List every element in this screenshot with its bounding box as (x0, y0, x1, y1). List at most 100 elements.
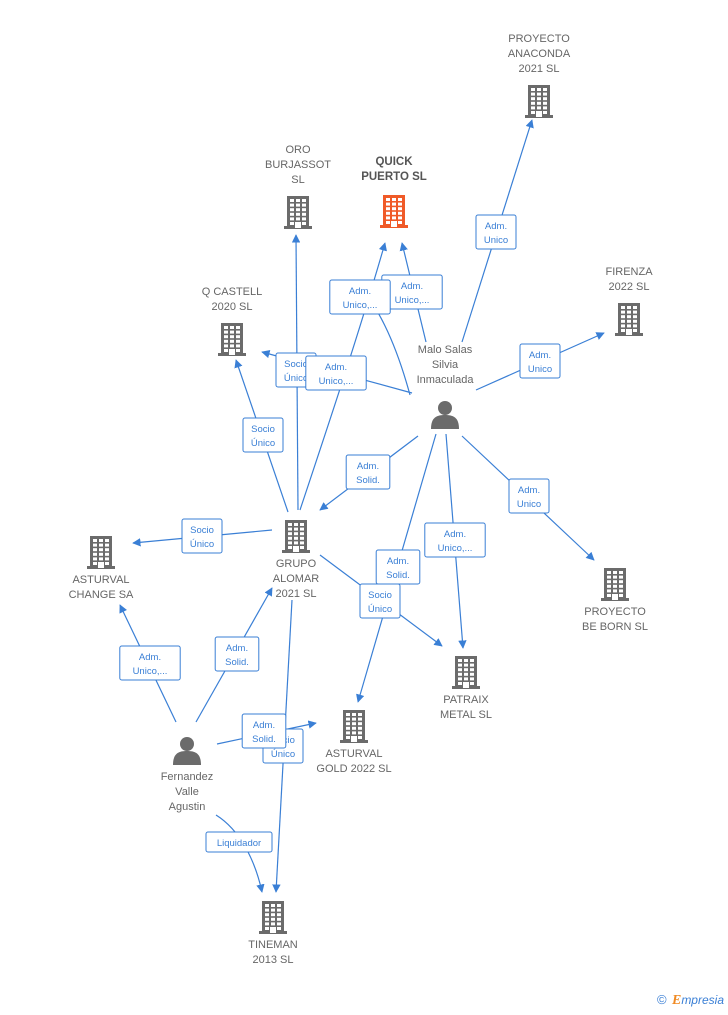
building-door (391, 221, 397, 227)
edge-label-malo-beborn[interactable]: Adm.Unico (508, 478, 550, 514)
building-icon (340, 710, 368, 743)
building-window (302, 203, 306, 207)
building-window (613, 580, 617, 584)
building-window (358, 736, 362, 739)
edge-label-fern-tineman[interactable]: Liquidador (205, 831, 273, 853)
building-window (458, 677, 462, 681)
building-window (607, 589, 611, 593)
building-window (352, 722, 356, 726)
edge-label-malo-anaconda[interactable]: Adm.Unico (475, 214, 517, 250)
edge-label-box (181, 518, 223, 554)
building-window (265, 927, 269, 930)
edge-label-box (508, 478, 550, 514)
building-icon (380, 195, 408, 228)
building-window (621, 310, 625, 314)
building-window (358, 717, 362, 721)
edge-label-malo-gold[interactable]: Adm.Solid. (375, 549, 421, 585)
edge-label-fern-gold[interactable]: Adm. Solid. (241, 713, 287, 749)
building-window (271, 904, 275, 907)
building-window (358, 713, 362, 716)
building-window (290, 203, 294, 207)
building-icon (615, 303, 643, 336)
building-window (458, 659, 462, 662)
building-window (277, 917, 281, 921)
building-window (537, 101, 541, 105)
building-window (294, 536, 298, 540)
node-label: 2020 SL (212, 301, 253, 313)
edge-label-text: Único (284, 373, 308, 384)
building-window (619, 580, 623, 584)
node-label: Agustin (169, 801, 206, 813)
building-window (531, 92, 535, 96)
edge-label-text: Adm. (387, 556, 409, 567)
edge-label-box (214, 636, 260, 672)
edge-label-text: Solid. (252, 734, 276, 745)
person-icon (431, 401, 459, 429)
building-window (236, 339, 240, 343)
node-label: PATRAIX (443, 694, 489, 706)
building-window (627, 306, 631, 309)
building-window (543, 111, 547, 114)
edge-label-fern-change[interactable]: Adm.Unico,... (119, 645, 181, 681)
node-label: CHANGE SA (69, 589, 134, 601)
building-window (386, 207, 390, 211)
building-window (93, 562, 97, 565)
building-window (470, 663, 474, 667)
building-window (613, 575, 617, 579)
building-window (346, 726, 350, 730)
building-window (458, 668, 462, 672)
building-window (458, 682, 462, 685)
building-window (613, 571, 617, 574)
building-window (358, 722, 362, 726)
edge-label-fern-grupo[interactable]: Adm.Solid. (214, 636, 260, 672)
edge-label-grupo-quick[interactable]: Adm.Unico,... (305, 355, 367, 391)
copyright-icon: © (657, 992, 667, 1007)
building-window (105, 552, 109, 556)
empresia-footer[interactable]: © Empresia (657, 992, 724, 1009)
edge-label-box (242, 417, 284, 453)
building-window (296, 199, 300, 202)
node-label: Silvia (432, 359, 459, 371)
building-window (346, 736, 350, 739)
edge-label-malo-quick-a[interactable]: Adm.Unico,... (381, 274, 443, 310)
building-window (464, 672, 468, 676)
building-window (236, 330, 240, 334)
edge-label-malo-firenza[interactable]: Adm.Unico (519, 343, 561, 379)
building-door (295, 222, 301, 228)
building-window (352, 717, 356, 721)
edge-label-text: Adm. (253, 720, 275, 731)
building-window (302, 208, 306, 212)
building-window (607, 575, 611, 579)
building-window (633, 315, 637, 319)
edge-label-malo-patraix[interactable]: Adm.Unico,... (424, 522, 486, 558)
building-window (236, 349, 240, 352)
building-window (296, 217, 300, 221)
edge-label-box (519, 343, 561, 379)
edge-label-malo-grupo[interactable]: Adm.Solid. (345, 454, 391, 490)
node-label: 2013 SL (253, 954, 294, 966)
edge-label-malo-quick-b[interactable]: Adm.Unico,... (329, 279, 391, 315)
building-window (392, 202, 396, 206)
building-window (265, 913, 269, 917)
building-icon (452, 656, 480, 689)
building-window (296, 208, 300, 212)
building-window (265, 922, 269, 926)
building-window (290, 208, 294, 212)
